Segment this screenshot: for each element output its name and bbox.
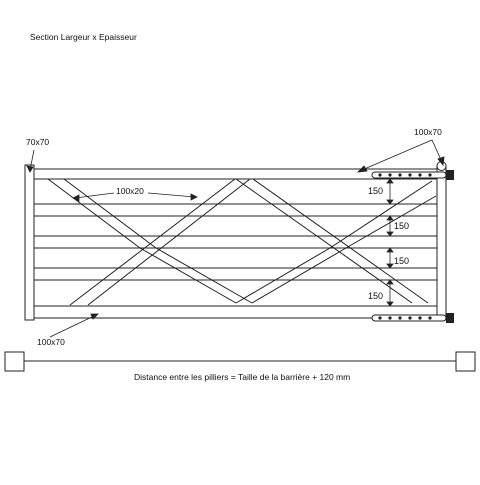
bolt xyxy=(378,316,382,320)
post-left-label: 70x70 xyxy=(26,137,50,147)
hinge-pin xyxy=(446,313,454,323)
spacing-label-2: 150 xyxy=(394,221,410,231)
left-pillar xyxy=(4,351,25,372)
bolt xyxy=(398,173,402,177)
lower-left-brace xyxy=(139,247,253,304)
spacing-label-4: 150 xyxy=(368,291,384,301)
left-upper-brace xyxy=(47,178,157,249)
spacing-label-1: 150 xyxy=(368,186,384,196)
bottom-rail xyxy=(33,305,438,319)
main-brace xyxy=(69,178,251,306)
bolt xyxy=(408,316,412,320)
bolt xyxy=(378,173,382,177)
hinge-pin xyxy=(446,170,454,180)
rail-3 xyxy=(33,235,438,249)
bolt xyxy=(398,316,402,320)
bottom-left-label: 100x70 xyxy=(37,337,65,347)
bolt xyxy=(388,173,392,177)
left-post xyxy=(24,164,35,321)
spacing-label-3: 150 xyxy=(394,256,410,266)
bolt xyxy=(408,173,412,177)
rail-2 xyxy=(33,203,438,217)
bolt xyxy=(428,316,432,320)
bolt xyxy=(418,316,422,320)
bolt xyxy=(388,316,392,320)
right-upper-brace xyxy=(329,180,437,249)
lower-right-brace xyxy=(235,247,347,304)
right-stile xyxy=(436,165,447,321)
right-pillar xyxy=(455,351,476,372)
distance-note: Distance entre les pilliers = Taille de … xyxy=(134,372,351,382)
rail-4 xyxy=(33,267,438,281)
bolt xyxy=(418,173,422,177)
section-label: Section Largeur x Epaisseur xyxy=(30,32,137,42)
brace-label: 100x20 xyxy=(116,186,144,196)
top-right-label: 100x70 xyxy=(414,127,442,137)
bolt xyxy=(428,173,432,177)
